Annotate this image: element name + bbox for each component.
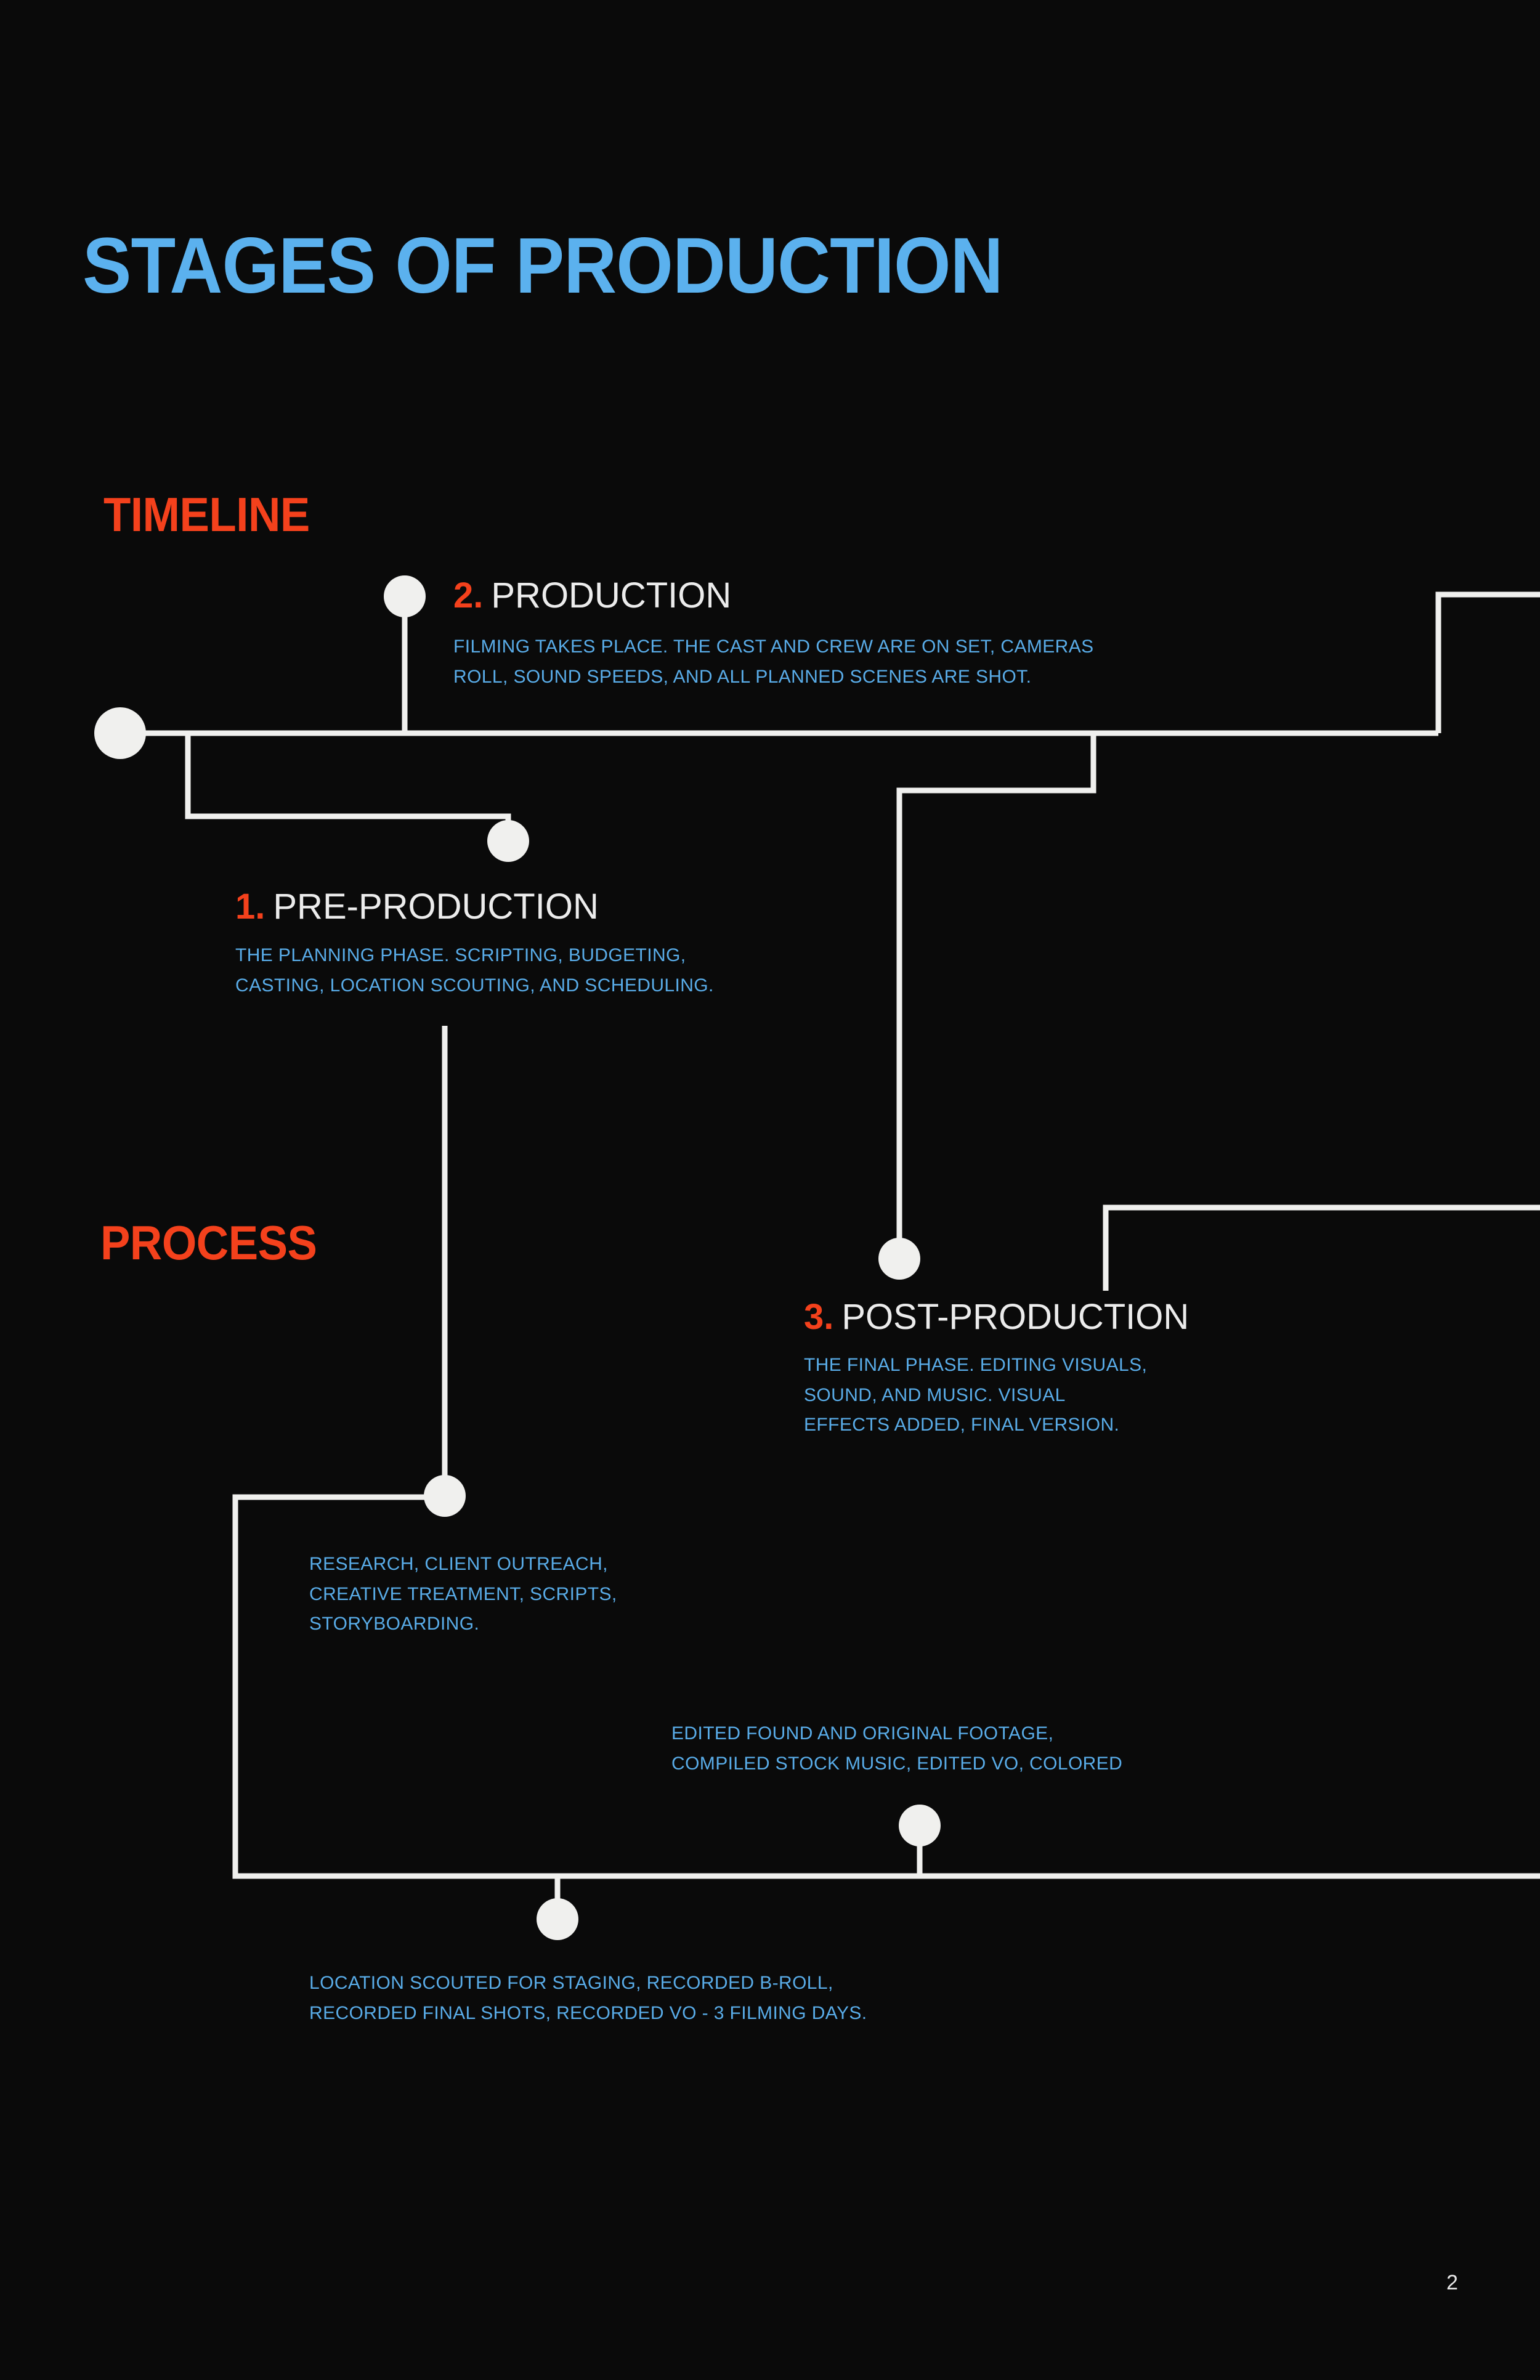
step-description-production: FILMING TAKES PLACE. THE CAST AND CREW A… <box>453 636 1094 687</box>
step-heading-pre-production: 1.PRE-PRODUCTION <box>235 889 714 925</box>
step-heading-post-production: 3.POST-PRODUCTION <box>804 1299 1189 1335</box>
connector-stem-post-production <box>896 733 1096 1257</box>
step-name-production: PRODUCTION <box>491 575 732 615</box>
process-detail-post-production: EDITED FOUND AND ORIGINAL FOOTAGE, COMPI… <box>671 1723 1123 1774</box>
page-title: STAGES OF PRODUCTION <box>83 222 1003 310</box>
process-detail-pre-production: RESEARCH, CLIENT OUTREACH, CREATIVE TREA… <box>309 1554 617 1635</box>
node-dot-process-pre <box>424 1475 466 1517</box>
process-detail-production: LOCATION SCOUTED FOR STAGING, RECORDED B… <box>309 1973 867 2023</box>
connector-right-bracket <box>1103 1204 1540 1291</box>
page-number: 2 <box>1446 2271 1458 2294</box>
step-name-pre-production: PRE-PRODUCTION <box>273 887 599 927</box>
step-heading-production: 2.PRODUCTION <box>453 578 1094 614</box>
step-block-production: 2.PRODUCTION FILMING TAKES PLACE. THE CA… <box>453 578 1094 692</box>
step-block-post-production: 3.POST-PRODUCTION THE FINAL PHASE. EDITI… <box>804 1299 1189 1440</box>
section-label-timeline: TIMELINE <box>103 487 310 542</box>
connector-right-top-exit <box>1435 591 1540 733</box>
step-number-pre-production: 1. <box>235 887 265 927</box>
node-dot-production <box>384 575 426 617</box>
step-number-production: 2. <box>453 575 484 615</box>
step-number-post-production: 3. <box>804 1297 834 1337</box>
section-label-process: PROCESS <box>100 1216 317 1270</box>
node-dot-pre-production <box>487 820 529 862</box>
node-dot-post-production <box>878 1238 920 1280</box>
step-block-pre-production: 1.PRE-PRODUCTION THE PLANNING PHASE. SCR… <box>235 889 714 1001</box>
connector-stem-pre-production <box>185 733 511 840</box>
step-description-pre-production: THE PLANNING PHASE. SCRIPTING, BUDGETING… <box>235 945 714 996</box>
node-dot-process-production <box>537 1898 578 1940</box>
node-dot-origin <box>94 707 146 759</box>
step-description-post-production: THE FINAL PHASE. EDITING VISUALS, SOUND,… <box>804 1355 1148 1436</box>
node-dot-process-post <box>899 1805 941 1846</box>
step-name-post-production: POST-PRODUCTION <box>841 1297 1189 1337</box>
